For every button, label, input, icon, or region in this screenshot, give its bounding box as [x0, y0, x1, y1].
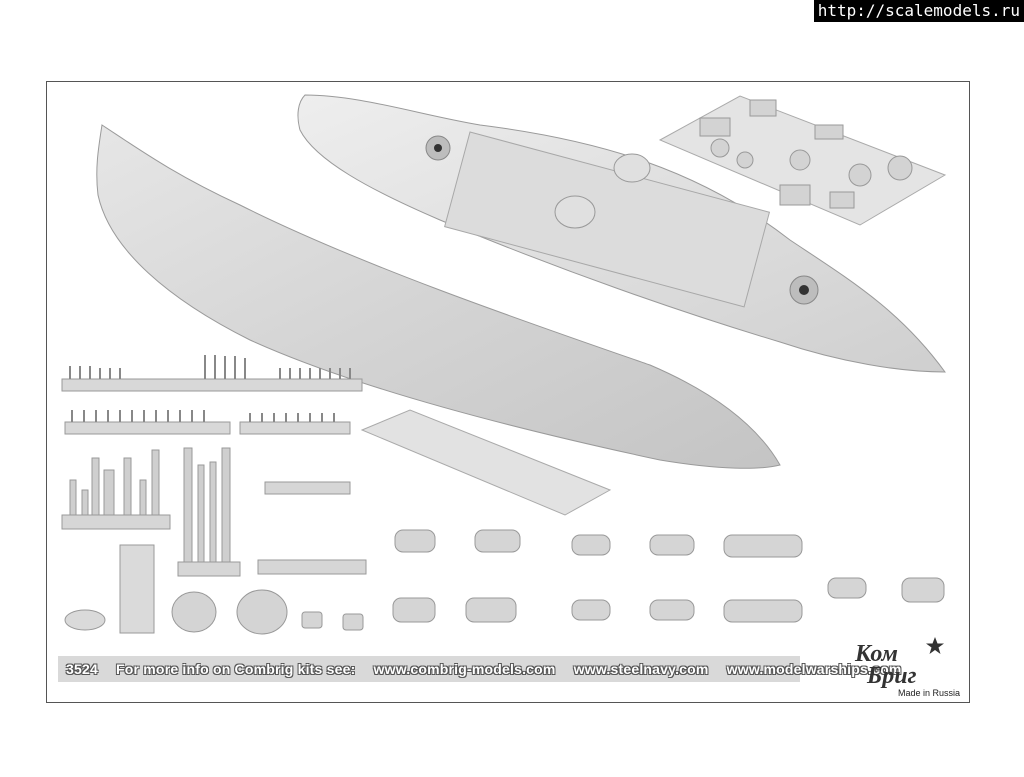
sprue-3 — [239, 421, 351, 435]
footer-band — [58, 656, 800, 682]
boat — [723, 599, 803, 623]
boat — [392, 597, 436, 623]
boat — [571, 534, 611, 556]
star-icon — [926, 637, 944, 654]
boat — [474, 529, 521, 553]
boat — [901, 577, 945, 603]
davit-sprue-2 — [257, 559, 367, 575]
link-modelwarships[interactable]: www.modelwarships.com — [726, 661, 902, 677]
anchor-part — [301, 611, 323, 629]
turret-2 — [236, 589, 288, 635]
watermark-url[interactable]: http://scalemodels.ru — [813, 0, 1024, 22]
made-in-russia: Made in Russia — [898, 688, 961, 698]
boat — [394, 529, 436, 553]
mast-sprue-2 — [177, 561, 241, 577]
info-text: For more info on Combrig kits see: — [116, 661, 356, 677]
funnel-part — [119, 544, 155, 634]
turret-1 — [171, 591, 217, 633]
photo-frame — [46, 81, 970, 703]
boat — [827, 577, 867, 599]
deck-sheet — [360, 409, 612, 516]
boat — [571, 599, 611, 621]
logo-line-1: Ком — [855, 641, 898, 667]
link-combrig[interactable]: www.combrig-models.com — [373, 661, 556, 677]
turret-base — [64, 609, 106, 631]
kit-number: 3524 — [66, 661, 98, 677]
boat — [649, 534, 695, 556]
boat — [465, 597, 517, 623]
combrig-logo: Ком Бриг — [855, 641, 917, 689]
boat — [723, 534, 803, 558]
sprue-2 — [64, 421, 231, 435]
anchor-part — [342, 613, 364, 631]
logo-line-2: Бриг — [867, 663, 917, 689]
mast-sprue-1 — [61, 514, 171, 530]
lower-hull — [96, 124, 781, 469]
davit-sprue-1 — [264, 481, 351, 495]
sprue-1 — [61, 378, 363, 392]
boat — [649, 599, 695, 621]
link-steelnavy[interactable]: www.steelnavy.com — [573, 661, 709, 677]
footer-info: 3524 For more info on Combrig kits see: … — [66, 658, 916, 680]
